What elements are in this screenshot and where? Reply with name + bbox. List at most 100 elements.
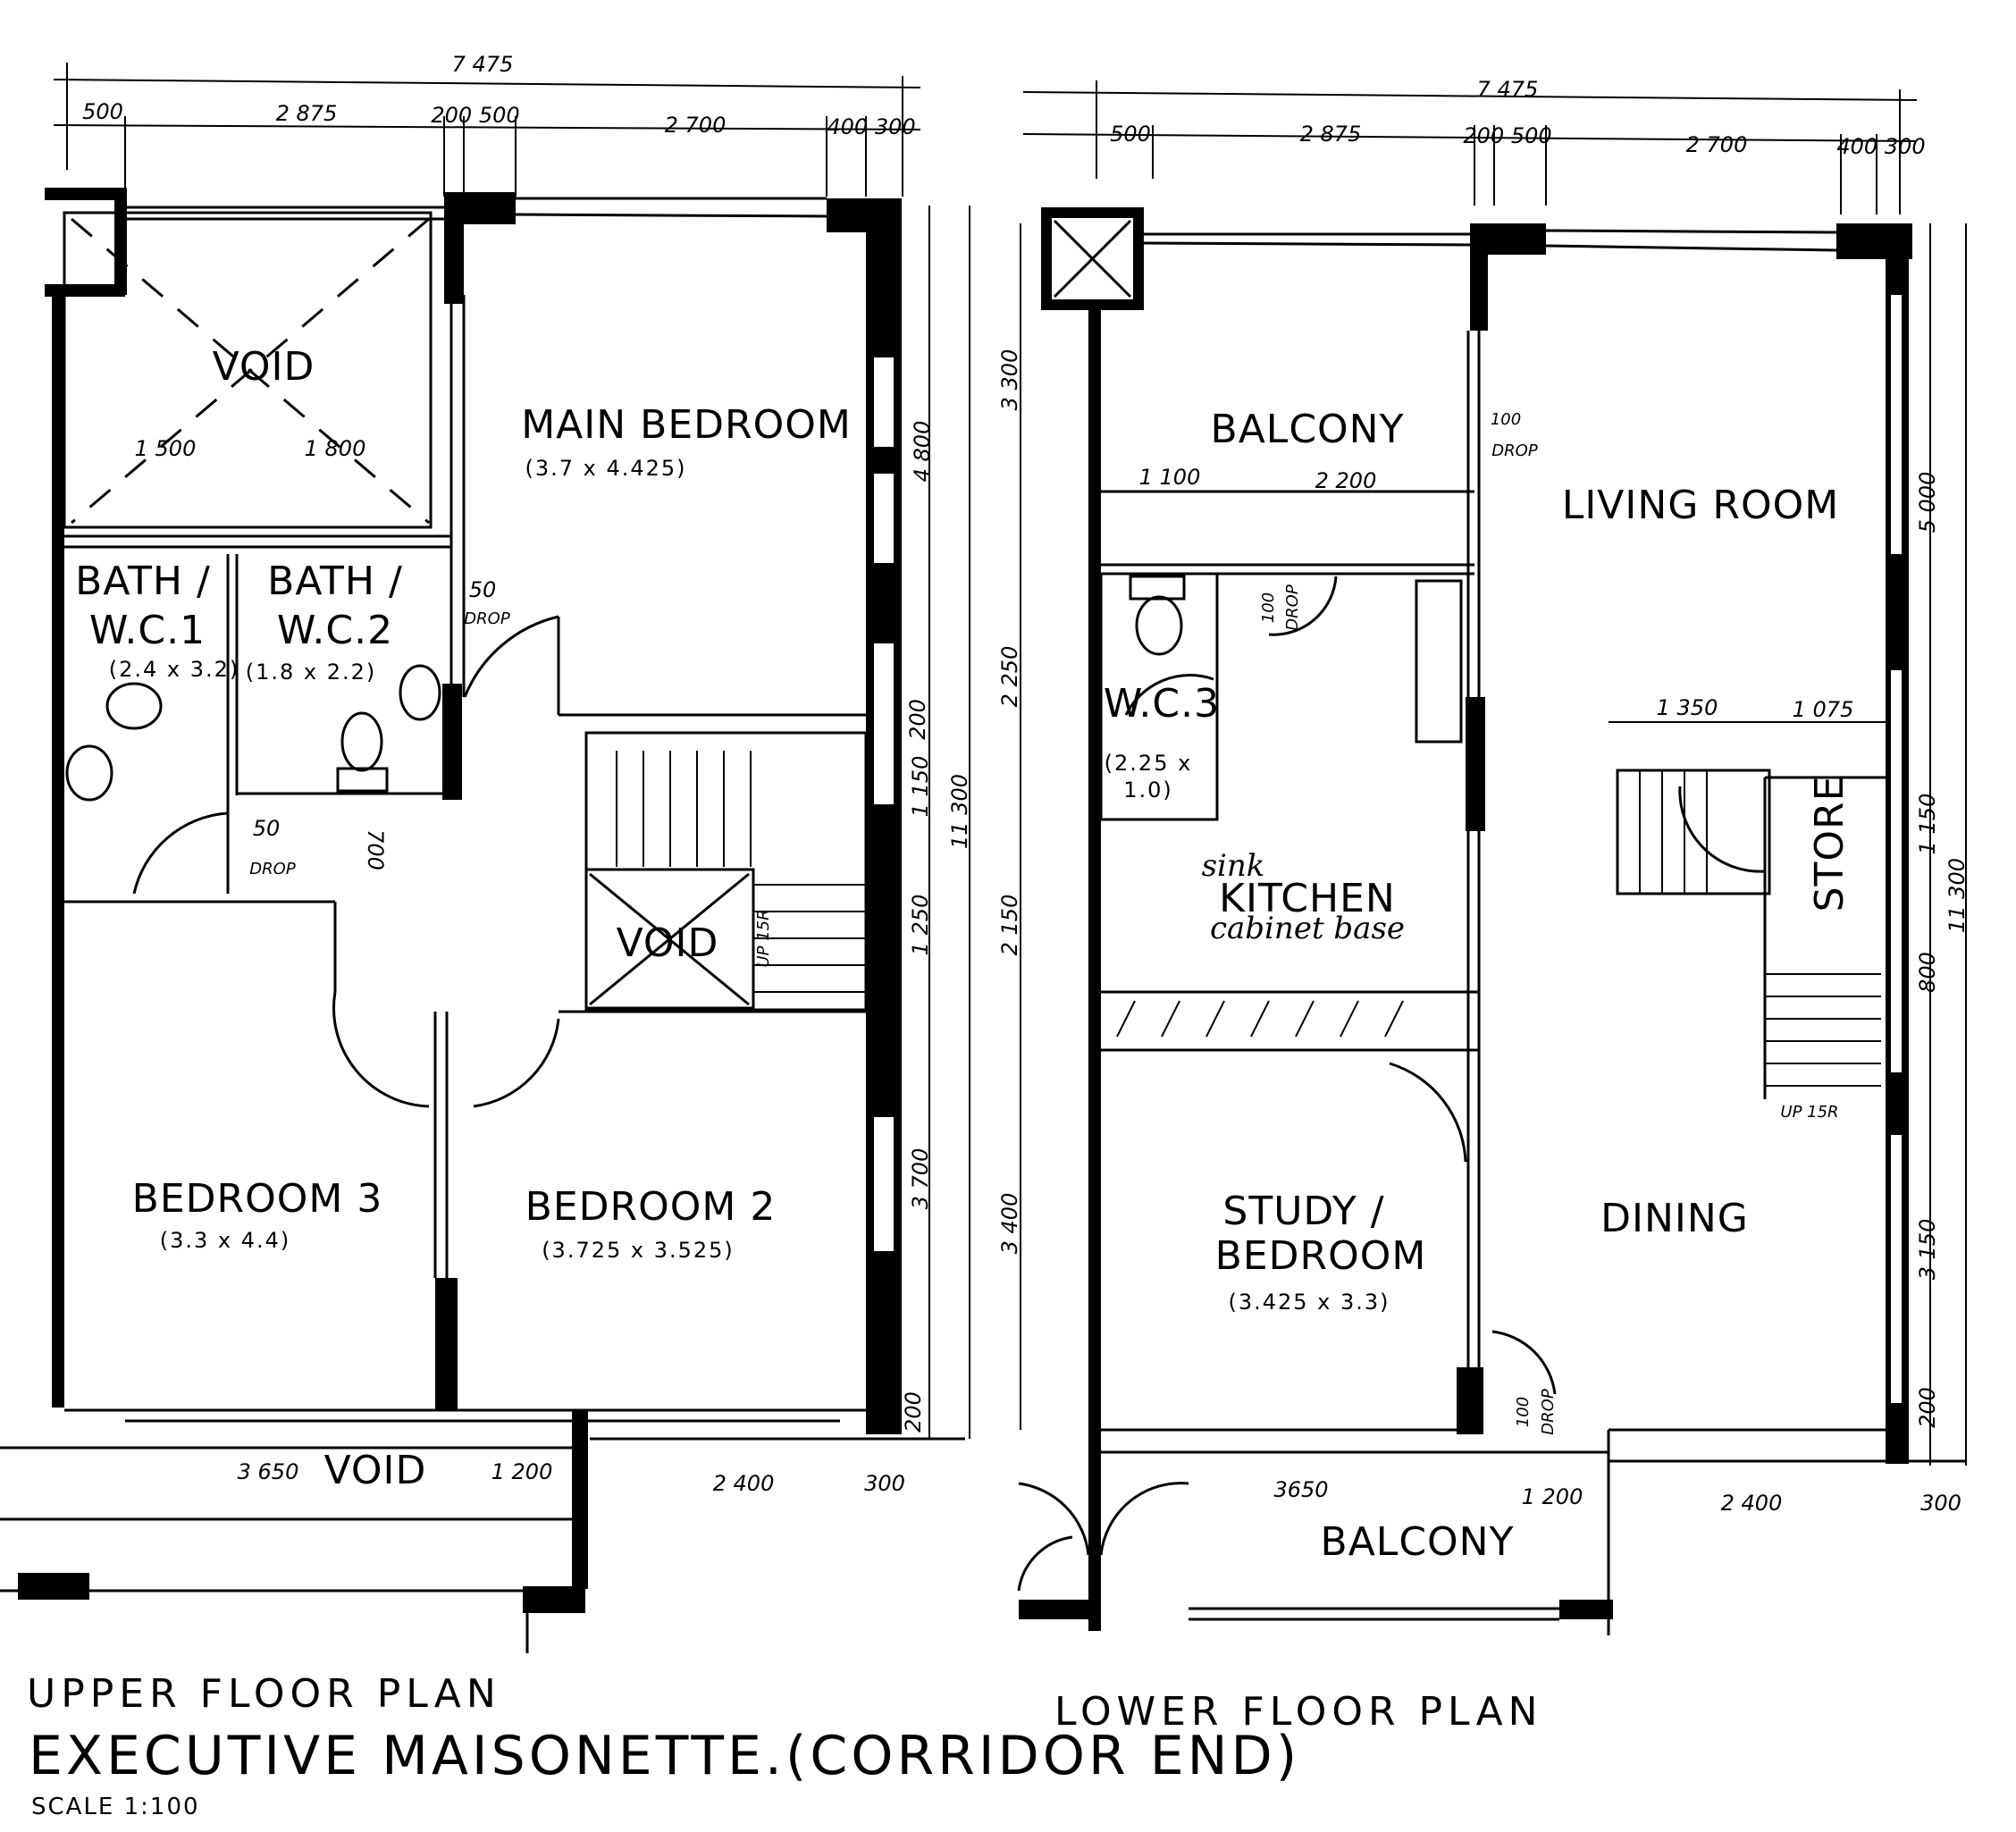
drop-label: DROP	[1539, 1389, 1558, 1435]
scale-label: SCALE 1:100	[31, 1794, 200, 1820]
right-dim-label: 3 700	[908, 1148, 933, 1210]
left-dim-label: 2 150	[997, 895, 1022, 956]
stair-void-label: VOID	[617, 920, 719, 966]
drop-value: 50	[253, 816, 281, 841]
cabinet-note: cabinet base	[1210, 911, 1405, 946]
lower-top-dimensions: 7 475 500 2 875 200 500 2 700 400 300	[1022, 77, 1926, 214]
lower-floor-plan: 7 475 500 2 875 200 500 2 700 400 300	[997, 77, 1970, 1735]
main-bedroom-size: (3.7 x 4.425)	[525, 456, 686, 481]
wc3-size: (2.25 x	[1105, 751, 1193, 776]
lower-dim-label: 2 875	[1300, 122, 1362, 147]
bath2-size: (1.8 x 2.2)	[246, 660, 377, 685]
right-dim-label: 200	[901, 1391, 926, 1433]
void-label: VOID	[213, 344, 315, 390]
store-label: STORE	[1807, 776, 1852, 912]
upper-fixtures	[65, 664, 441, 802]
stair-dim-label: 1 350	[1657, 695, 1718, 720]
bedroom3-label: BEDROOM 3	[132, 1176, 383, 1222]
lower-walls	[1017, 207, 1967, 1635]
wc3-label: W.C.3	[1104, 681, 1220, 727]
right-dim-label: 5 000	[1915, 472, 1940, 534]
right-dim-label: 800	[1915, 952, 1940, 993]
overall-depth: 11 300	[1945, 858, 1970, 933]
right-dim-label: 1 150	[1915, 794, 1940, 855]
upper-floor-plan: 7 475 500 2 875 200 500 2 700 400 300	[0, 52, 972, 1717]
right-dim-label: 200	[1915, 1387, 1940, 1428]
toilet-tank-icon	[1129, 575, 1186, 601]
kitchen-label: KITCHEN	[1219, 876, 1396, 921]
upper-dim-label: 400 300	[827, 114, 915, 139]
bath1-label: BATH /	[75, 559, 211, 604]
stair-note: UP 15R	[754, 909, 773, 967]
drop-value: 100	[1259, 592, 1278, 623]
bath1-label: W.C.1	[89, 608, 206, 653]
left-dim-label: 3 400	[997, 1193, 1022, 1255]
stair-dim-label: 1 075	[1793, 697, 1854, 722]
bottom-dim-label: 1 200	[491, 1459, 553, 1484]
bottom-dim-label: 300	[1920, 1491, 1961, 1516]
lower-dim-label: 400 300	[1836, 134, 1925, 159]
stair-note: UP 15R	[1780, 1103, 1838, 1122]
bath2-label: BATH /	[267, 559, 403, 604]
bedroom2-label: BEDROOM 2	[525, 1184, 777, 1230]
upper-overall-width: 7 475	[452, 52, 514, 77]
bath2-label: W.C.2	[277, 608, 393, 653]
toilet-icon	[340, 711, 383, 772]
lower-dim-label: 200 500	[1463, 123, 1551, 148]
right-dim-label: 1 250	[908, 895, 933, 956]
upper-dim-label: 2 700	[665, 113, 727, 138]
void-dim-label: 1 800	[305, 436, 366, 461]
bottom-dim-label: 3 650	[238, 1459, 299, 1484]
bottom-dim-label: 3650	[1273, 1477, 1328, 1502]
drop-label: DROP	[1283, 584, 1302, 631]
upper-dim-label: 500	[82, 99, 123, 124]
lower-overall-width: 7 475	[1477, 77, 1539, 102]
kitchen-sink-icon	[1415, 579, 1463, 744]
right-dim-label: 200	[905, 699, 930, 740]
balcony-top-label: BALCONY	[1211, 407, 1405, 452]
drop-label: DROP	[1491, 441, 1538, 460]
bottom-dim-label: 2 400	[1721, 1491, 1783, 1516]
upper-dim-label: 2 875	[276, 101, 338, 126]
study-label: BEDROOM	[1215, 1233, 1427, 1279]
balcony-bottom-label: BALCONY	[1321, 1519, 1515, 1565]
toilet-tank-icon	[336, 767, 389, 793]
living-room-label: LIVING ROOM	[1562, 483, 1839, 528]
bedroom2-size: (3.725 x 3.525)	[542, 1238, 735, 1263]
toilet-icon	[1135, 595, 1183, 656]
upper-plan-label: UPPER FLOOR PLAN	[27, 1671, 501, 1717]
study-size: (3.425 x 3.3)	[1228, 1290, 1390, 1315]
main-bedroom-label: MAIN BEDROOM	[521, 402, 852, 448]
wc3-size: 1.0)	[1123, 777, 1173, 803]
toilet-icon	[65, 744, 113, 802]
bottom-dim-label: 300	[864, 1471, 905, 1496]
bath1-size: (2.4 x 3.2)	[109, 657, 240, 682]
right-dim-label: 3 150	[1915, 1219, 1940, 1281]
balcony-dim-label: 1 100	[1139, 465, 1201, 490]
bottom-dim-label: 2 400	[713, 1471, 775, 1496]
upper-top-dimensions: 7 475 500 2 875 200 500 2 700 400 300	[53, 52, 921, 197]
right-dim-label: 1 150	[908, 756, 933, 818]
bottom-void-label: VOID	[324, 1448, 427, 1493]
void-dim-label: 1 500	[135, 436, 197, 461]
drop-value: 50	[469, 577, 497, 602]
dining-label: DINING	[1600, 1196, 1749, 1241]
right-dim-label: 4 800	[910, 421, 935, 483]
basin-icon	[399, 664, 441, 721]
upper-dim-label: 200 500	[431, 103, 519, 128]
left-dim-label: 2 250	[997, 646, 1022, 708]
left-dim-label: 3 300	[997, 349, 1022, 411]
upper-walls	[0, 188, 970, 1653]
lower-dim-label: 2 700	[1686, 132, 1748, 157]
balcony-dim-label: 2 200	[1315, 468, 1377, 493]
drawing-title: EXECUTIVE MAISONETTE.(CORRIDOR END)	[29, 1725, 1300, 1787]
study-label: STUDY /	[1222, 1189, 1384, 1234]
drop-label: DROP	[464, 609, 510, 628]
overall-depth: 11 300	[947, 774, 972, 849]
lower-dim-label: 500	[1110, 122, 1151, 147]
bottom-dim-label: 1 200	[1522, 1484, 1583, 1509]
sink-note: sink	[1202, 848, 1265, 884]
drop-value: 100	[1491, 410, 1521, 429]
door-dim: 700	[363, 829, 388, 870]
